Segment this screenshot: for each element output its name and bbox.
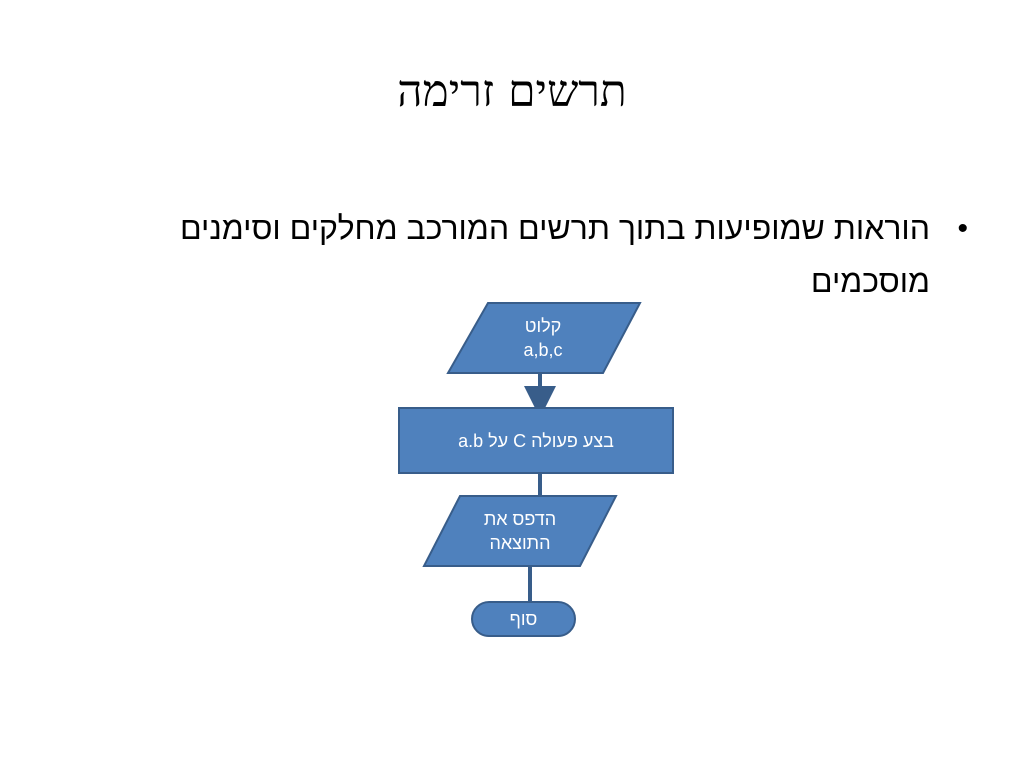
input-node-label: קלוט a,b,c [523, 316, 563, 360]
output-node-label: הדפס את התוצאה [483, 509, 557, 553]
input-parallelogram-shape [446, 302, 642, 374]
bullet-item: • הוראות שמופיעות בתוך תרשים המורכב מחלק… [60, 202, 980, 308]
bullet-list: • הוראות שמופיעות בתוך תרשים המורכב מחלק… [60, 202, 980, 308]
process-rectangle-shape [398, 407, 674, 474]
end-node-label: סוף [509, 609, 538, 629]
process-node-label: בצע פעולה C על a.b [458, 430, 614, 451]
bullet-dot-icon: • [957, 212, 968, 245]
slide-title: תרשים זרימה [397, 66, 627, 117]
bullet-text: הוראות שמופיעות בתוך תרשים המורכב מחלקים… [179, 210, 930, 299]
output-parallelogram-shape [422, 495, 618, 567]
end-terminator-shape [471, 601, 576, 637]
